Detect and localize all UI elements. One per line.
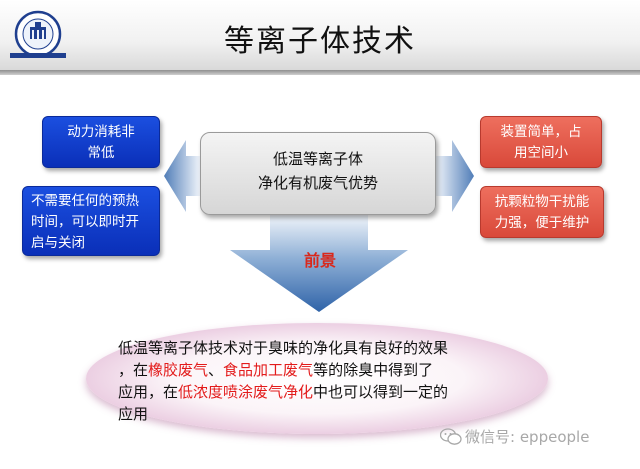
- wechat-icon: [440, 428, 462, 445]
- center-line-2: 净化有机废气优势: [257, 174, 378, 192]
- right-box-particle-line-2: 力强，便于维护: [494, 215, 590, 231]
- left-box-preheat: 不需要任何的预热 时间，可以即时开 启与关闭: [22, 186, 160, 256]
- prospect-ellipse: [86, 323, 548, 434]
- left-box-power-line-2: 常低: [87, 145, 115, 161]
- right-box-particle-line-1: 抗颗粒物干扰能: [494, 194, 590, 210]
- down-arrow: [230, 214, 408, 312]
- left-box-power-line-1: 动力消耗非: [67, 124, 135, 140]
- header-divider: [0, 70, 640, 75]
- right-box-simple-line-1: 装置简单，占: [500, 124, 582, 140]
- highlight-food: 食品加工废气: [223, 361, 314, 379]
- advantages-center-box: 低温等离子体 净化有机废气优势: [200, 132, 436, 215]
- left-box-power: 动力消耗非 常低: [42, 116, 160, 168]
- prospect-line-1: 低温等离子体技术对于臭味的净化具有良好的效果: [118, 339, 449, 357]
- prospect-line-3-b: 中也可以得到一定的: [313, 383, 449, 401]
- prospect-label: 前景: [303, 251, 336, 270]
- left-box-preheat-line-2: 时间，可以即时开: [31, 214, 139, 230]
- right-box-simple: 装置简单，占 用空间小: [480, 116, 602, 168]
- prospect-line-3: 应用，在低浓度喷涂废气净化中也可以得到一定的: [118, 381, 538, 403]
- university-logo-icon: [10, 10, 66, 58]
- left-arrow: [164, 140, 200, 212]
- prospect-line-2-b: 、: [208, 361, 224, 379]
- prospect-text: 低温等离子体技术对于臭味的净化具有良好的效果 ，在橡胶废气、食品加工废气等的除臭…: [118, 337, 538, 425]
- highlight-spray: 低浓度喷涂废气净化: [178, 383, 314, 401]
- right-box-particle: 抗颗粒物干扰能 力强，便于维护: [480, 186, 604, 238]
- prospect-line-2: ，在橡胶废气、食品加工废气等的除臭中得到了: [118, 359, 538, 381]
- header-band: [0, 0, 640, 70]
- right-box-simple-line-2: 用空间小: [514, 145, 568, 161]
- prospect-line-3-a: 应用，在: [118, 383, 179, 401]
- highlight-rubber: 橡胶废气: [148, 361, 209, 379]
- slide-title: 等离子体技术: [224, 24, 416, 59]
- prospect-line-4: 应用: [118, 405, 149, 423]
- right-arrow: [436, 140, 474, 212]
- center-line-1: 低温等离子体: [272, 150, 363, 168]
- prospect-line-2-c: 等的除臭中得到了: [313, 361, 434, 379]
- prospect-line-2-a: ，在: [118, 361, 149, 379]
- left-box-preheat-line-3: 启与关闭: [31, 235, 85, 251]
- watermark-text: 微信号: eppeople: [465, 428, 590, 446]
- left-box-preheat-line-1: 不需要任何的预热: [31, 193, 139, 209]
